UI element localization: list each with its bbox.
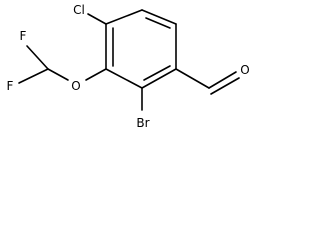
ring-bond-bottom-right xyxy=(141,68,177,89)
aldehyde-c-bond xyxy=(175,68,210,89)
ring-bond-top-inner xyxy=(145,17,171,29)
ether-ch-bond xyxy=(47,68,69,81)
ring-bond-top xyxy=(141,9,177,25)
aldehyde-co-bond-a xyxy=(208,71,237,89)
ring-bond-bottom-left xyxy=(105,68,143,89)
ring-bond-top-left xyxy=(105,9,143,25)
ring-bond-bottom-right-inner xyxy=(143,65,171,81)
fluorine-top-label: F xyxy=(20,29,27,43)
ether-oxygen-label: O xyxy=(71,79,80,93)
cf-top-bond xyxy=(26,45,49,70)
aldehyde-co-bond-b xyxy=(210,77,240,95)
aldehyde-oxygen-label: O xyxy=(240,63,249,77)
chemical-structure-diagram: Cl Br O O F F xyxy=(7,3,250,130)
bromine-label: Br xyxy=(136,116,149,130)
ether-o-bond xyxy=(85,68,107,81)
cf-bottom-bond xyxy=(18,68,49,84)
fluorine-bottom-label: F xyxy=(7,79,14,93)
chlorine-label: Cl xyxy=(73,3,85,17)
chlorine-bond xyxy=(87,13,107,25)
